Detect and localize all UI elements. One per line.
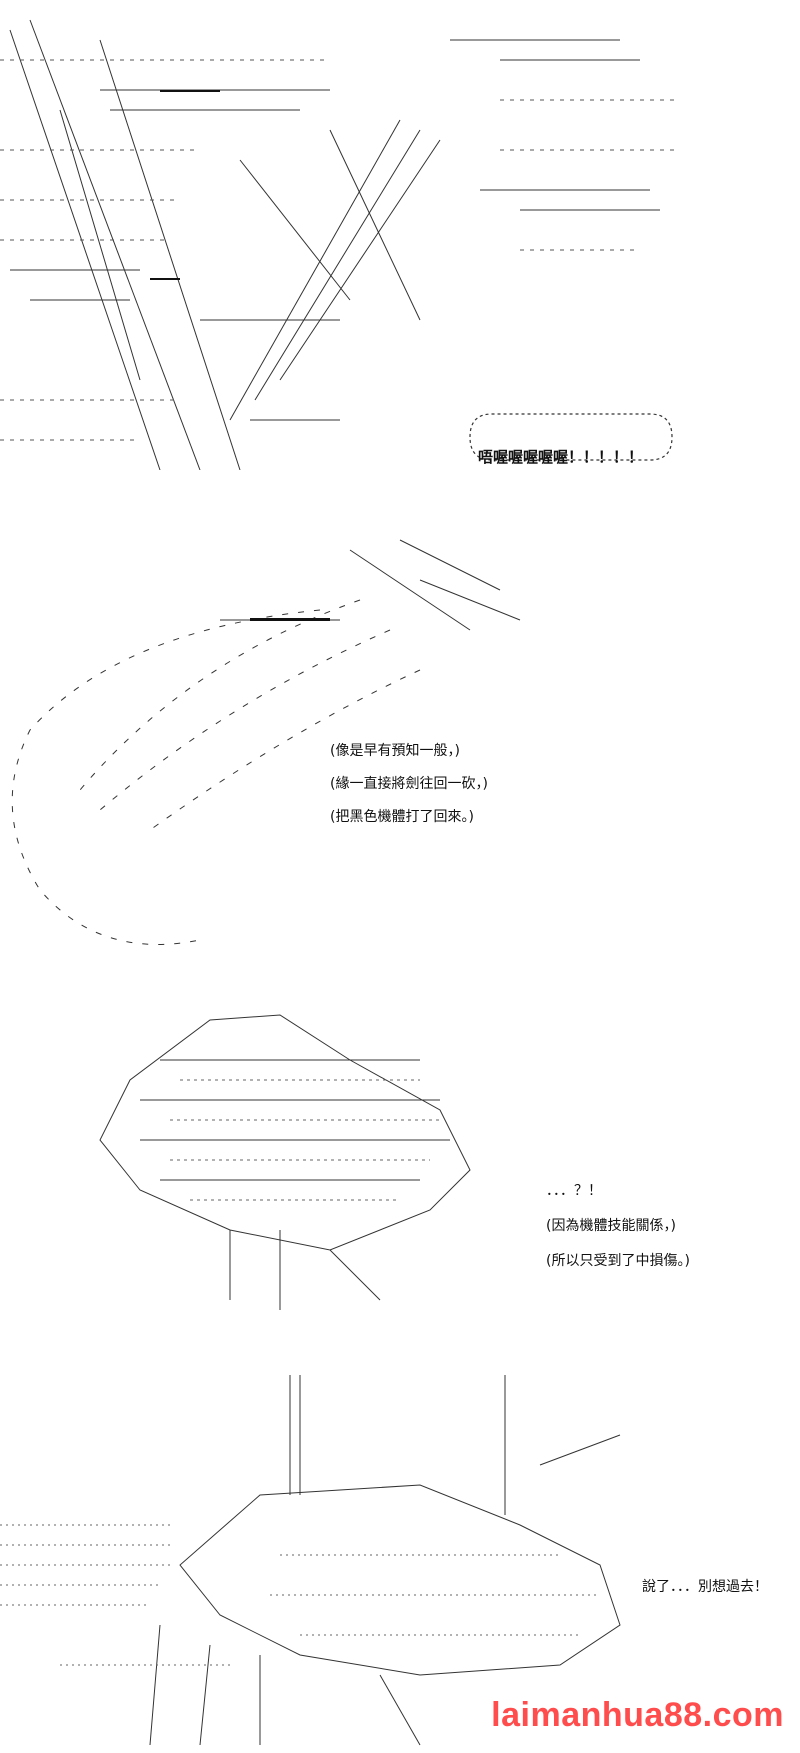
damaged-mech-lines — [99, 1014, 471, 1310]
panel-2-ascii-art — [0, 530, 800, 960]
panel-1-shout: 唔喔喔喔喔喔！！！！！ — [478, 448, 644, 466]
return-slash-lines — [11, 539, 521, 945]
panel-3-caption-2: (因為機體技能關係，) — [546, 1218, 676, 1234]
panel-3-caption-3: (所以只受到了中損傷。) — [546, 1253, 690, 1269]
panel-2-caption-3: (把黑色機體打了回來。) — [330, 809, 474, 825]
panel-3-caption-1: ．．．？！ — [546, 1183, 602, 1199]
shout-bubble-icon — [469, 413, 673, 461]
panel-4-ascii-art — [0, 1365, 800, 1753]
panel-4-caption-1: 說了．．．別想過去！ — [642, 1579, 768, 1595]
panel-2-caption-1: (像是早有預知一般，) — [330, 743, 460, 759]
watermark-text: laimanhua88.com — [491, 1696, 784, 1734]
panel-1-ascii-art — [0, 0, 800, 470]
blocking-mech-lines — [0, 1375, 621, 1746]
panel-2-caption-2: (緣一直接將劍往回一砍，) — [330, 776, 488, 792]
panel-3-ascii-art — [0, 1000, 800, 1320]
slash-scene-lines — [0, 19, 680, 470]
